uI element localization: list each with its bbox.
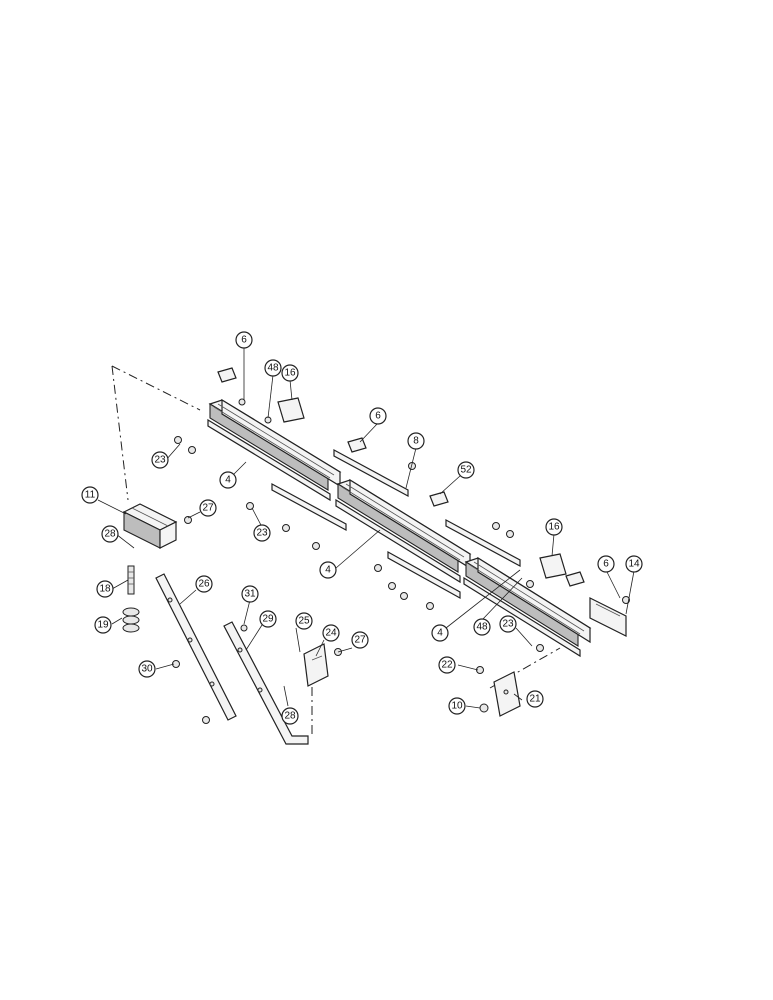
callout-28-bottom: 28	[281, 707, 299, 725]
rail-clips	[217, 367, 585, 587]
callout-23-top: 23	[151, 451, 169, 469]
svg-text:6: 6	[375, 411, 381, 422]
rail-section-2	[335, 478, 472, 584]
svg-text:4: 4	[437, 628, 443, 639]
callout-6-right: 6	[597, 555, 615, 573]
leader-lines	[97, 347, 635, 709]
callout-6-middle: 6	[369, 407, 387, 425]
rail-brackets	[277, 397, 567, 579]
callout-27-right: 27	[351, 631, 369, 649]
straight-door-arm	[155, 573, 237, 721]
callout-31: 31	[241, 585, 259, 603]
svg-text:4: 4	[325, 565, 331, 576]
callout-27-left: 27	[199, 499, 217, 517]
svg-text:18: 18	[99, 584, 111, 595]
svg-text:25: 25	[298, 616, 310, 627]
svg-text:24: 24	[325, 628, 337, 639]
callout-18: 18	[96, 580, 114, 598]
callout-48-bottom: 48	[473, 618, 491, 636]
header-bracket	[493, 671, 521, 717]
callout-14: 14	[625, 555, 643, 573]
svg-text:6: 6	[603, 559, 609, 570]
callout-24: 24	[322, 624, 340, 642]
svg-text:23: 23	[256, 528, 268, 539]
svg-text:26: 26	[198, 579, 210, 590]
svg-text:10: 10	[451, 701, 463, 712]
callout-10: 10	[448, 697, 466, 715]
svg-text:48: 48	[267, 363, 279, 374]
rail-section-1	[207, 398, 342, 502]
svg-text:16: 16	[548, 522, 560, 533]
svg-text:28: 28	[104, 529, 116, 540]
svg-text:21: 21	[529, 694, 541, 705]
callout-11: 11	[81, 486, 99, 504]
callout-6-top: 6	[235, 331, 253, 349]
svg-text:28: 28	[284, 711, 296, 722]
trolley-block	[122, 503, 178, 549]
svg-text:4: 4	[225, 475, 231, 486]
svg-text:22: 22	[441, 660, 453, 671]
svg-text:8: 8	[413, 436, 419, 447]
svg-text:27: 27	[354, 635, 366, 646]
callout-21: 21	[526, 690, 544, 708]
assembly-line-rail-to-bracket	[111, 365, 201, 501]
svg-text:31: 31	[244, 589, 256, 600]
svg-text:30: 30	[141, 664, 153, 675]
callout-48-top: 48	[264, 359, 282, 377]
callout-4-top: 4	[219, 471, 237, 489]
callout-4-middle: 4	[319, 561, 337, 579]
callout-16-top: 16	[281, 364, 299, 382]
callout-16-right: 16	[545, 518, 563, 536]
assembly-line-bracket-to-door	[311, 647, 561, 735]
callout-23-bottom: 23	[499, 615, 517, 633]
svg-text:16: 16	[284, 368, 296, 379]
callout-28-left: 28	[101, 525, 119, 543]
svg-text:27: 27	[202, 503, 214, 514]
svg-text:29: 29	[262, 614, 274, 625]
callout-30: 30	[138, 660, 156, 678]
door-bracket	[303, 643, 329, 687]
svg-text:11: 11	[85, 490, 96, 501]
svg-text:23: 23	[154, 455, 166, 466]
callout-4-bottom: 4	[431, 624, 449, 642]
svg-text:52: 52	[460, 465, 472, 476]
svg-text:19: 19	[97, 620, 109, 631]
svg-text:48: 48	[476, 622, 488, 633]
callout-25: 25	[295, 612, 313, 630]
callout-22: 22	[438, 656, 456, 674]
curved-door-arm	[223, 621, 309, 745]
rail-end-bracket	[589, 597, 627, 637]
hardware-fasteners	[172, 398, 630, 724]
callout-29: 29	[259, 610, 277, 628]
rail-section-3	[463, 556, 592, 658]
rail-joint-plates	[271, 448, 521, 600]
callout-23-middle: 23	[253, 524, 271, 542]
callout-8: 8	[407, 432, 425, 450]
callout-19: 19	[94, 616, 112, 634]
svg-text:6: 6	[241, 335, 247, 346]
callout-26: 26	[195, 575, 213, 593]
callout-52: 52	[457, 461, 475, 479]
spring-and-roller	[122, 565, 140, 633]
svg-text:23: 23	[502, 619, 514, 630]
svg-text:14: 14	[628, 559, 640, 570]
